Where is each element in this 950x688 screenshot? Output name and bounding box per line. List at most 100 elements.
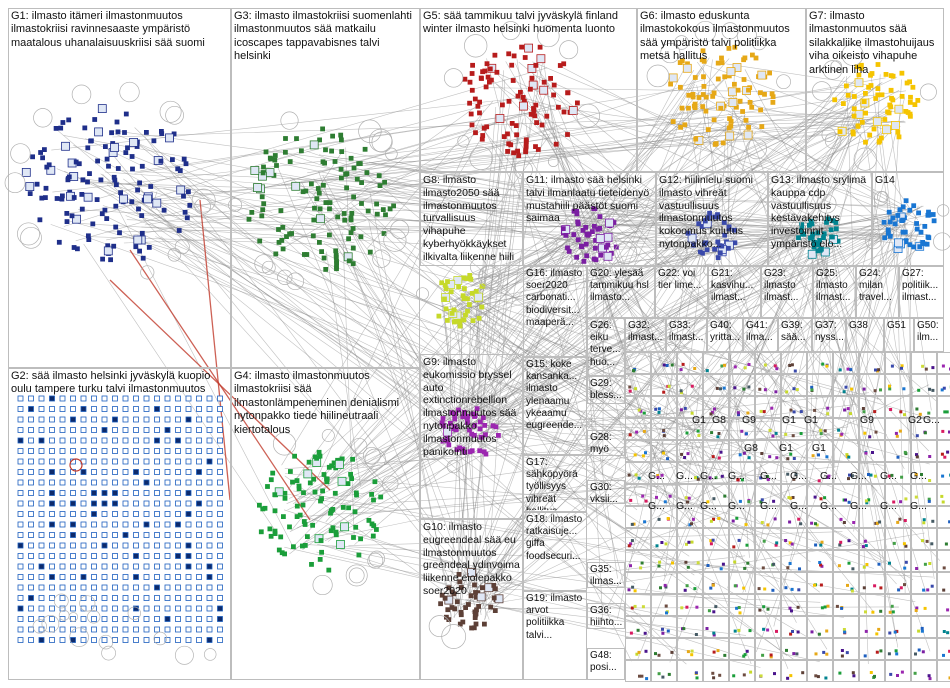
node-g2: [207, 564, 212, 569]
node-g2: [186, 606, 191, 611]
node-g2: [29, 480, 34, 485]
node-g2: [155, 564, 160, 569]
node-g2: [71, 554, 76, 559]
node-g12: [713, 247, 717, 251]
node-g4: [341, 523, 349, 531]
node-g2: [29, 596, 34, 601]
node-g14: [886, 228, 890, 232]
node-g1: [65, 220, 69, 224]
node-g6: [702, 75, 706, 79]
node-g7: [876, 87, 880, 91]
node-g2: [71, 428, 76, 433]
node-g2: [50, 585, 55, 590]
node-g1: [89, 139, 93, 143]
node-g3: [273, 158, 277, 162]
node-g6: [728, 88, 736, 96]
node-marker: [695, 671, 698, 674]
node-g1: [93, 118, 97, 122]
node-g2: [113, 564, 118, 569]
node-g6: [771, 100, 775, 104]
node-marker: [643, 430, 646, 433]
node-g2: [218, 638, 223, 643]
node-g2: [165, 501, 170, 506]
node-g2: [81, 438, 86, 443]
node-g11: [598, 215, 602, 219]
node-g10: [458, 580, 462, 584]
node-g2: [29, 449, 34, 454]
node-g2: [92, 585, 97, 590]
node-g9: [478, 449, 482, 453]
node-g2: [18, 533, 23, 538]
node-g2: [113, 585, 118, 590]
node-g11: [592, 207, 596, 211]
node-g1: [113, 178, 117, 182]
node-g2: [144, 449, 149, 454]
node-marker: [904, 519, 907, 522]
node-g5: [532, 107, 536, 111]
node-g2: [71, 480, 76, 485]
node-g2: [50, 606, 55, 611]
node-g1: [105, 217, 109, 221]
node-g5: [485, 62, 489, 66]
node-marker: [691, 650, 694, 653]
node-g1: [159, 159, 163, 163]
node-g2: [102, 438, 107, 443]
node-g6: [742, 78, 746, 82]
node-marker: [723, 364, 726, 367]
node-marker: [915, 609, 918, 612]
node-g3: [377, 174, 381, 178]
node-g1: [67, 118, 71, 122]
node-g2: [113, 522, 118, 527]
node-g2: [186, 575, 191, 580]
node-marker: [817, 453, 820, 456]
node-g2: [50, 438, 55, 443]
node-marker: [668, 673, 671, 676]
node-marker: [772, 563, 775, 566]
node-g3: [344, 172, 348, 176]
node-g2: [39, 575, 44, 580]
node-g2: [18, 627, 23, 632]
node-g3: [378, 184, 382, 188]
node-g2: [123, 480, 128, 485]
node-g2: [123, 627, 128, 632]
node-marker: [878, 521, 881, 524]
node-g14: [901, 230, 905, 234]
node-g3: [251, 166, 259, 174]
node-g1: [185, 216, 189, 220]
node-g3: [327, 233, 331, 237]
node-marker: [709, 476, 712, 479]
self-loop: [351, 438, 367, 454]
node-g1: [138, 249, 142, 253]
node-g2: [165, 480, 170, 485]
node-g3: [274, 252, 278, 256]
node-g2: [218, 554, 223, 559]
node-marker: [632, 369, 635, 372]
node-g7: [908, 100, 912, 104]
node-g6: [714, 142, 718, 146]
node-g11: [584, 225, 588, 229]
node-g2: [113, 543, 118, 548]
node-marker: [888, 652, 891, 655]
node-g2: [186, 491, 191, 496]
node-marker: [814, 674, 817, 677]
node-g2: [186, 459, 191, 464]
node-g2: [165, 396, 170, 401]
node-g4: [337, 541, 345, 549]
node-g11: [599, 253, 603, 257]
node-g7: [864, 111, 868, 115]
node-marker: [914, 672, 917, 675]
node-marker: [659, 586, 662, 589]
node-g14: [882, 220, 886, 224]
node-g2: [144, 638, 149, 643]
node-g14: [912, 245, 916, 249]
node-g6: [727, 46, 731, 50]
node-g2: [155, 438, 160, 443]
node-g10: [468, 569, 476, 577]
node-g2: [176, 491, 181, 496]
node-g2: [197, 638, 202, 643]
node-g3: [309, 182, 313, 186]
node-marker: [868, 435, 871, 438]
node-g2: [134, 627, 139, 632]
node-g2: [92, 459, 97, 464]
node-g5: [507, 52, 511, 56]
